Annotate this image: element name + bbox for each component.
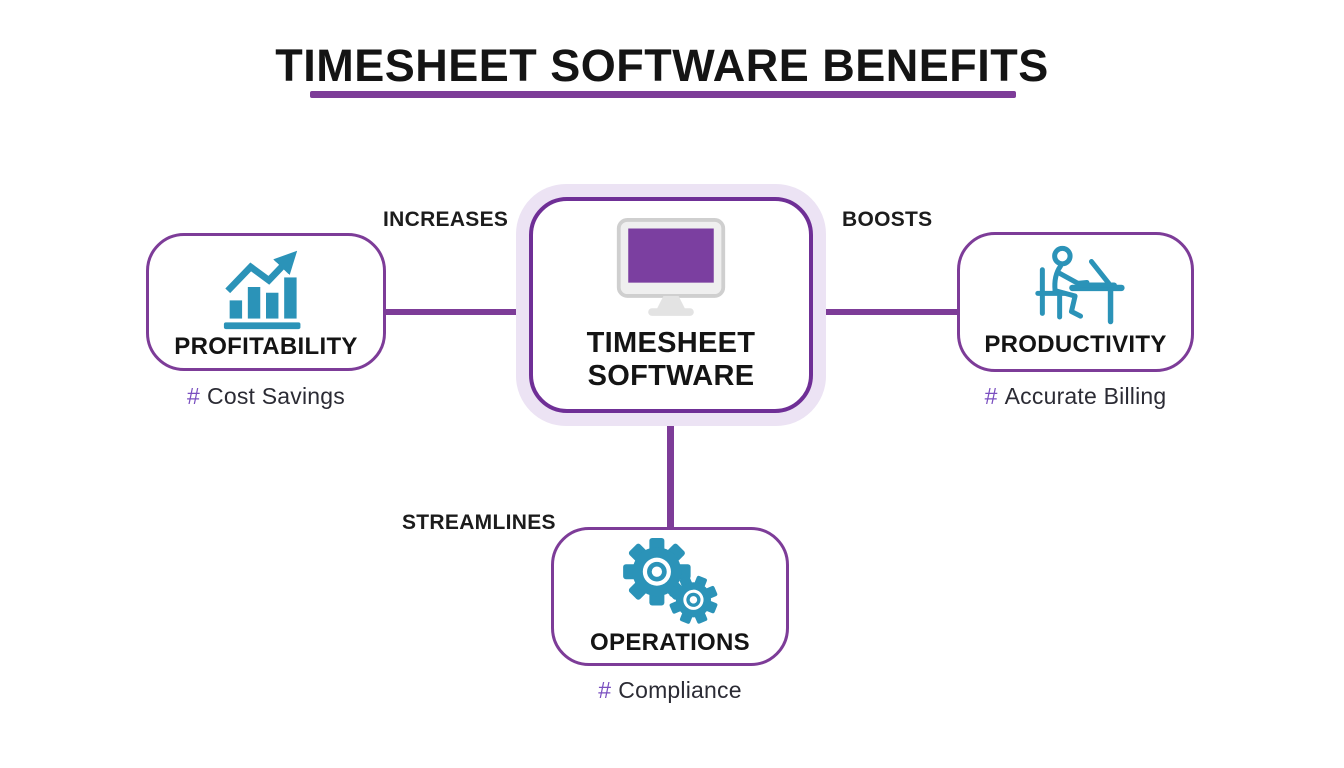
edge-label-increases: INCREASES [383,208,509,231]
node-operations: OPERATIONS [551,527,789,666]
page-title: TIMESHEET SOFTWARE BENEFITS [275,40,1049,91]
node-timesheet-software: TIMESHEET SOFTWARE [529,197,813,413]
node-label-productivity: PRODUCTIVITY [984,331,1167,358]
person-at-laptop-icon [1026,245,1126,329]
edge-label-boosts: BOOSTS [842,208,933,231]
title-underline-rule [310,91,1016,98]
node-label-profitability: PROFITABILITY [174,333,358,360]
center-node-label-line2: SOFTWARE [587,360,755,392]
hash-symbol: # [598,677,612,703]
bar-chart-growth-icon [216,243,316,331]
connector-right [824,309,958,315]
center-node-halo: TIMESHEET SOFTWARE [516,184,826,426]
node-productivity: PRODUCTIVITY [957,232,1194,372]
edge-label-streamlines: STREAMLINES [402,511,556,534]
connector-left [384,309,517,315]
center-node-label-line1: TIMESHEET [586,326,756,359]
node-profitability: PROFITABILITY [146,233,386,371]
hashtag-text: Compliance [618,677,742,703]
hashtag-compliance: #Compliance [551,677,789,704]
hash-symbol: # [187,383,201,409]
center-node-label: TIMESHEET SOFTWARE [587,327,756,394]
hashtag-text: Accurate Billing [1004,383,1167,409]
node-label-operations: OPERATIONS [590,628,750,656]
hashtag-text: Cost Savings [207,383,345,409]
gears-icon [617,537,723,627]
connector-bottom [667,424,674,528]
hash-symbol: # [984,383,998,409]
hashtag-accurate-billing: #Accurate Billing [957,383,1194,410]
hashtag-cost-savings: #Cost Savings [146,383,386,410]
monitor-icon [614,217,728,321]
